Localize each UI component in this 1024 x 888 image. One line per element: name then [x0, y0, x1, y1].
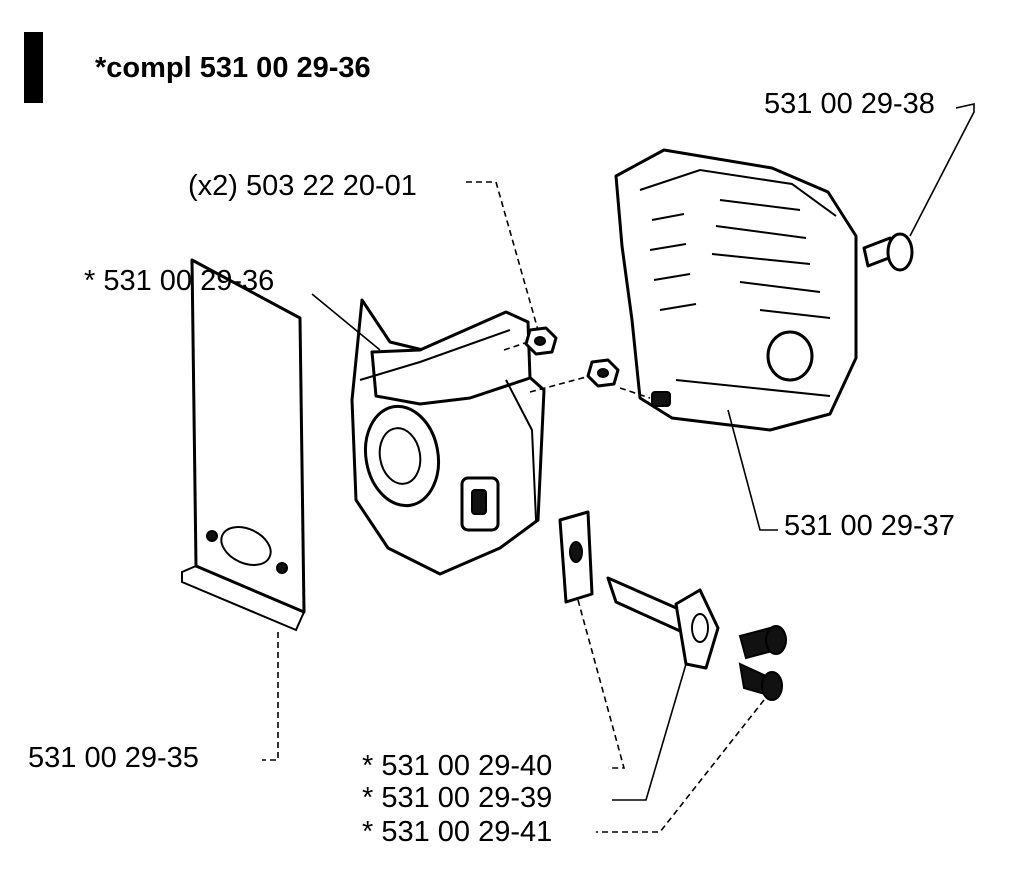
axis-line-nut-2	[529, 375, 591, 393]
part-label-531-00-29-36: * 531 00 29-36	[84, 265, 275, 297]
nut-pair	[524, 326, 620, 388]
part-label-531-00-29-37: 531 00 29-37	[784, 510, 955, 542]
cover-screw	[862, 232, 914, 272]
leader-38	[909, 103, 975, 237]
outlet-gasket	[558, 510, 594, 604]
axis-line-nut-1	[503, 341, 529, 351]
leader-39	[612, 663, 687, 801]
part-label-531-00-29-38: 531 00 29-38	[764, 88, 935, 120]
part-label-531-00-29-35: 531 00 29-35	[28, 742, 199, 774]
part-label-503-22-20-01: (x2) 503 22 20-01	[188, 170, 417, 202]
deflector-screws	[738, 625, 787, 701]
part-label-531-00-29-39: * 531 00 29-39	[362, 782, 553, 814]
axis-line-cover	[619, 387, 651, 399]
leader-40	[577, 599, 626, 769]
section-marker-bar	[24, 32, 43, 103]
leader-37	[727, 409, 778, 531]
leader-41	[596, 699, 765, 833]
part-label-531-00-29-40: * 531 00 29-40	[362, 750, 553, 782]
muffler-cover	[614, 148, 858, 432]
leader-36	[311, 293, 381, 351]
leader-0120	[466, 181, 539, 331]
muffler-body	[350, 298, 546, 576]
leader-35	[262, 632, 279, 761]
part-label-531-00-29-41: * 531 00 29-41	[362, 816, 553, 848]
diagram-title: *compl 531 00 29-36	[95, 52, 371, 84]
heat-shield-plate	[181, 258, 306, 632]
exhaust-deflector	[606, 576, 720, 670]
